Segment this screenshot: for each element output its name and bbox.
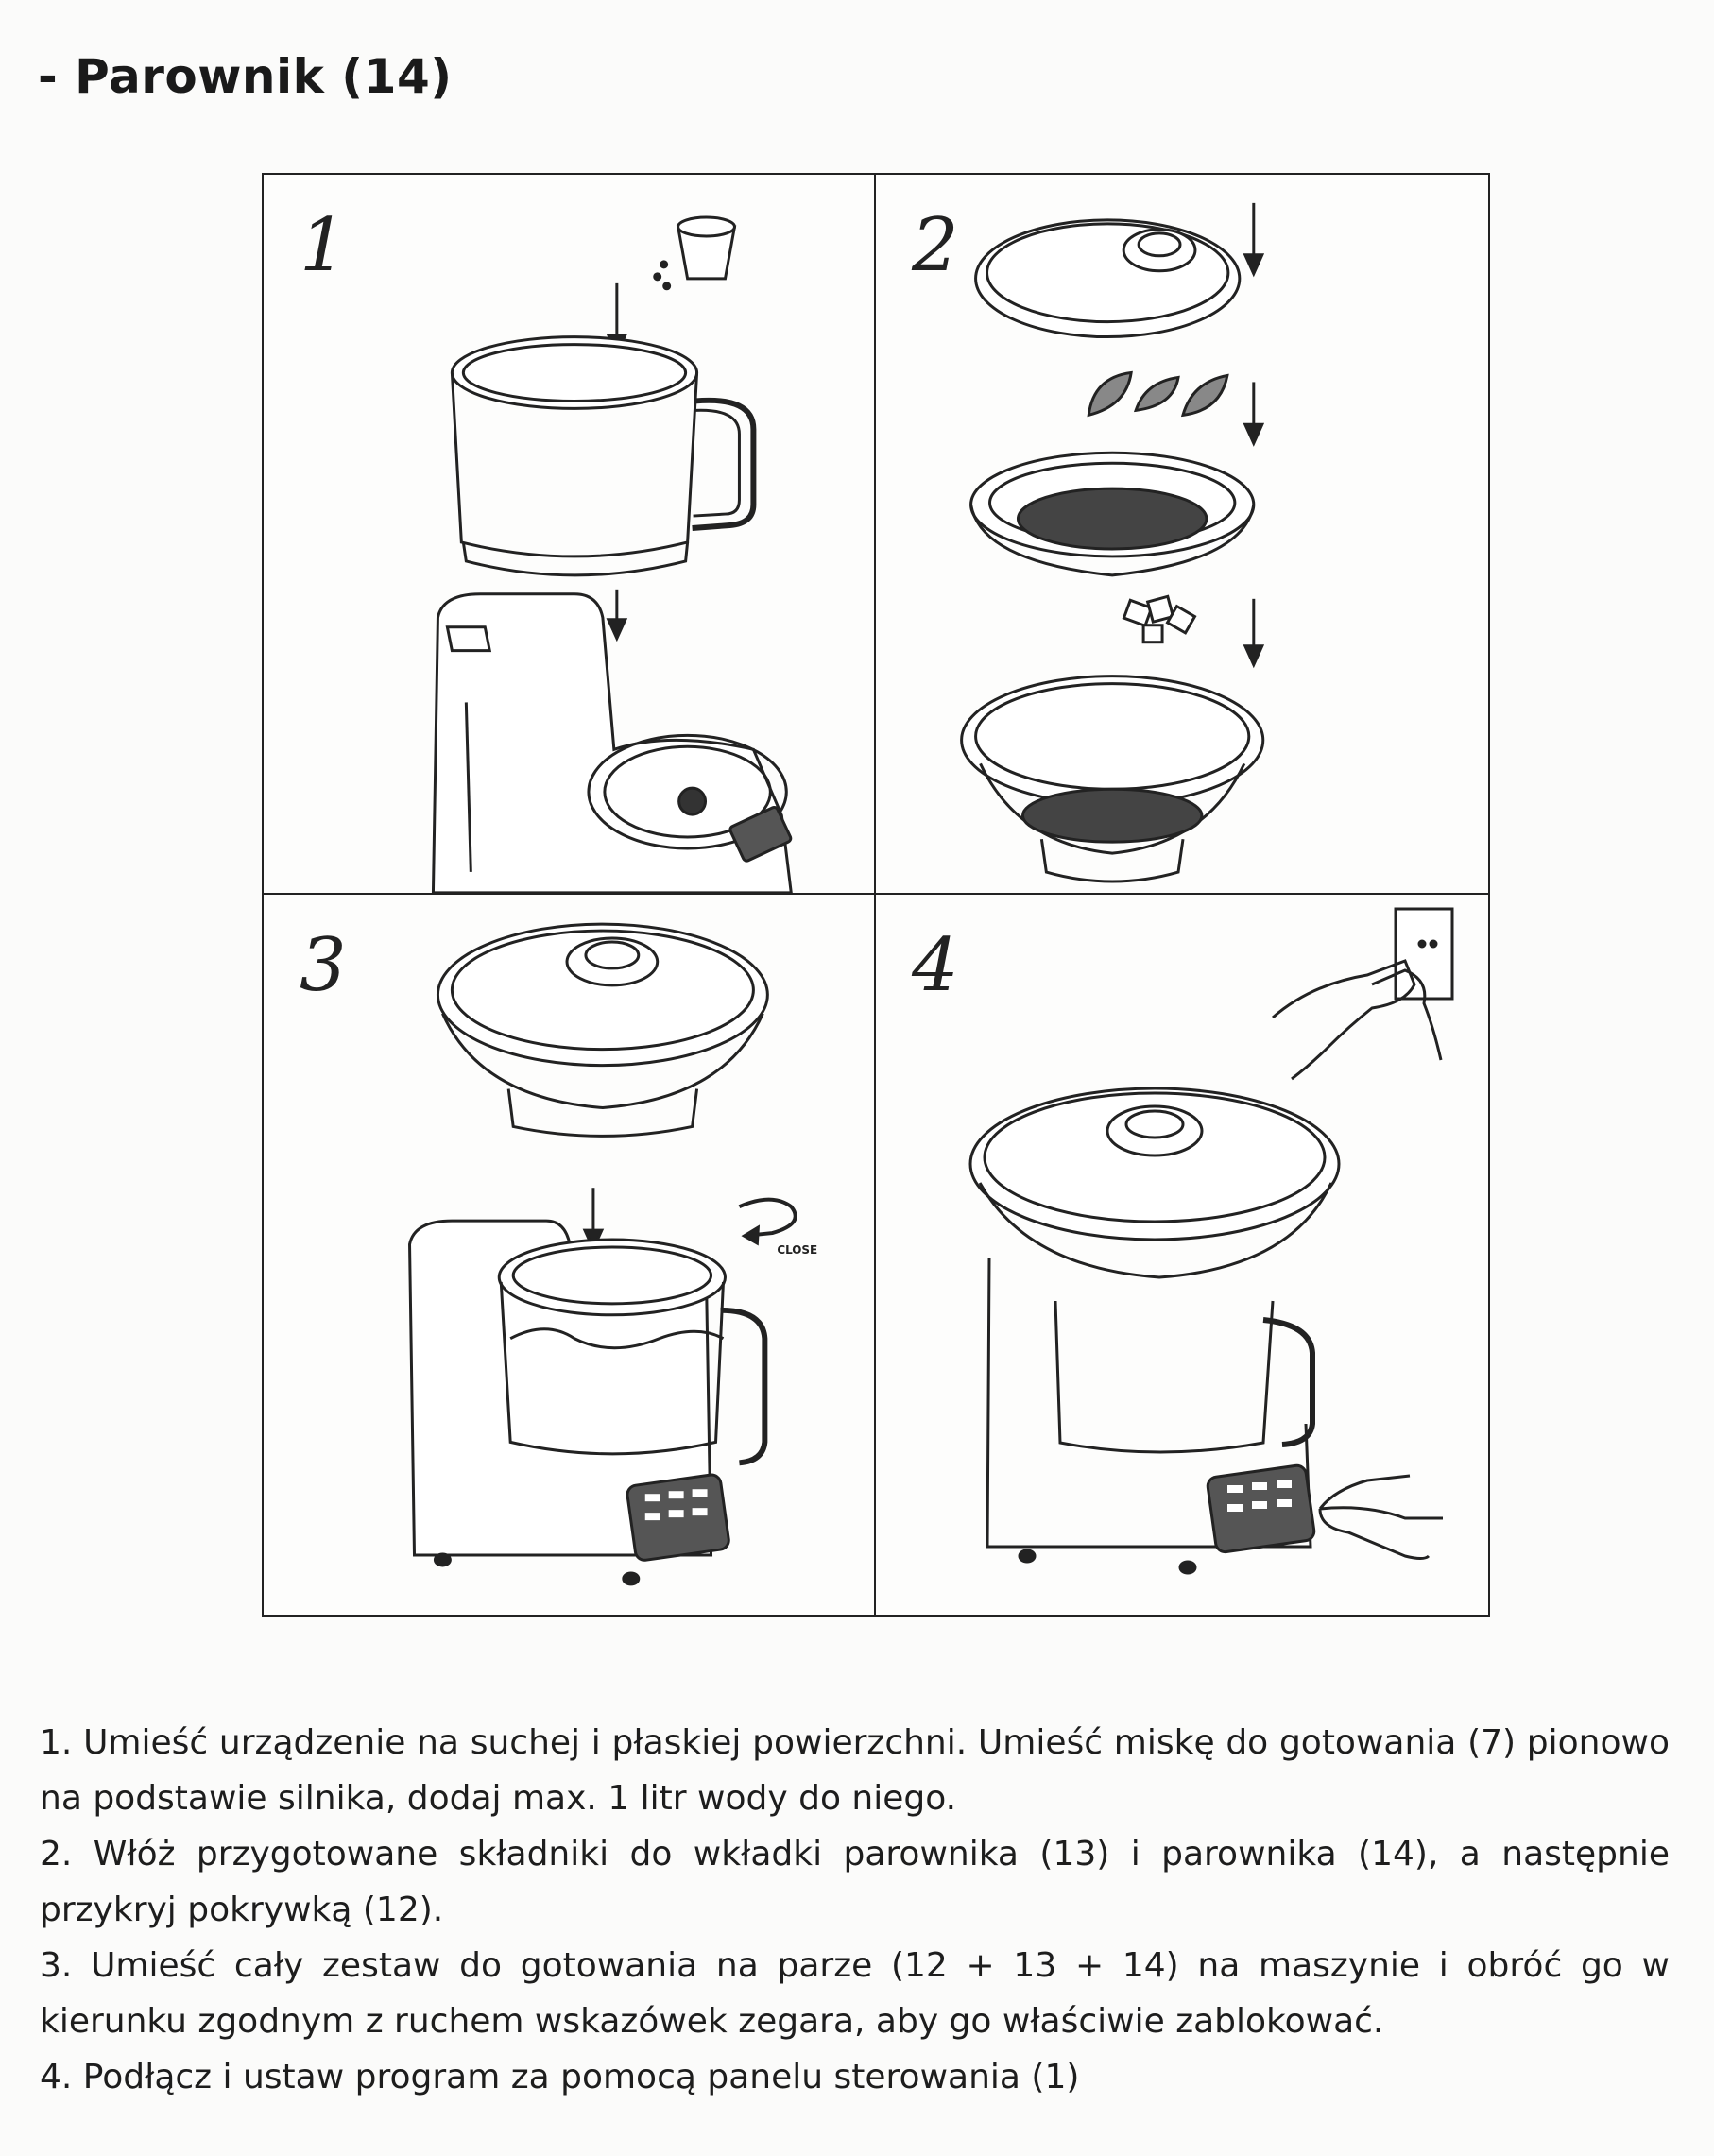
plug-and-program-drawing [968, 907, 1454, 1575]
motor-base-drawing [431, 592, 793, 893]
instruction-step-4: 4. Podłącz i ustaw program za pomocą pan… [40, 2058, 1080, 2096]
pouring-cup-icon [653, 215, 737, 291]
step-4-number: 4 [912, 923, 959, 1008]
wall-socket-icon [1394, 907, 1454, 1001]
down-arrow-icon [1243, 382, 1265, 447]
down-arrow-icon [1243, 598, 1265, 669]
step-4-illustration: 4 [876, 895, 1488, 1615]
rotate-close-icon: CLOSE [738, 1197, 817, 1257]
steamer-set-drawing [436, 922, 769, 1138]
instruction-step-3: 3. Umieść cały zestaw do gotowania na pa… [40, 1946, 1670, 2041]
steamer-lid-drawing [974, 218, 1242, 339]
down-arrow-icon [1243, 202, 1265, 278]
food-chunks-icon [1122, 594, 1197, 644]
bowl-placement-drawing [431, 215, 793, 893]
step-1-illustration: 1 [264, 175, 876, 895]
instruction-illustration-grid: 1 [262, 173, 1490, 1617]
close-label: CLOSE [777, 1243, 817, 1257]
steamer-insert-drawing [969, 451, 1256, 577]
step-3-number: 3 [300, 923, 347, 1008]
cooking-bowl-drawing [450, 335, 757, 577]
step-1-number: 1 [300, 203, 347, 288]
instruction-step-1: 1. Umieść urządzenie na suchej i płaskie… [40, 1723, 1670, 1818]
pointing-hand-icon [1318, 1474, 1443, 1560]
step-2-illustration: 2 [876, 175, 1488, 895]
vegetable-slices-icon [1087, 370, 1229, 418]
steamer-bowl-drawing [960, 675, 1265, 883]
assembled-food-processor-drawing [968, 1087, 1341, 1575]
food-processor-drawing [408, 1219, 768, 1586]
instruction-step-2: 2. Włóż przygotowane składniki do wkładk… [40, 1835, 1670, 1929]
instructions-text: 1. Umieść urządzenie na suchej i płaskie… [40, 1715, 1670, 2105]
page-heading: - Parownik (14) [38, 49, 453, 104]
step-2-number: 2 [912, 203, 959, 288]
steamer-on-machine-drawing: CLOSE [408, 922, 817, 1586]
steamer-assembly-drawing [960, 202, 1265, 883]
step-3-illustration: 3 CLOSE [264, 895, 876, 1615]
hand-plugging-icon [1272, 959, 1443, 1081]
down-arrow-icon [606, 589, 628, 642]
